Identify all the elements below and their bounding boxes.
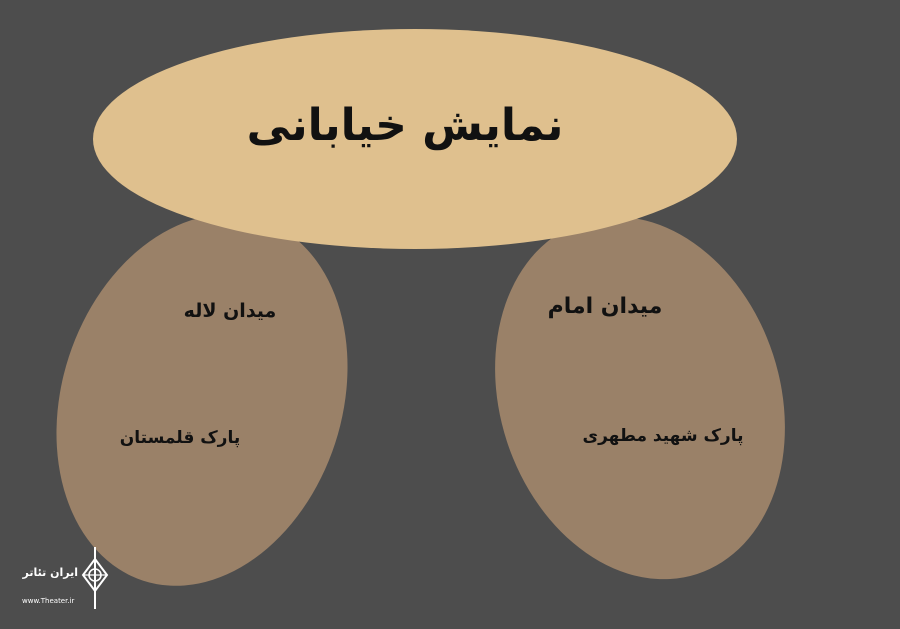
right-item-motahari-park: پارک شهید مطهری [582,426,744,446]
right-item-imam-square: میدان امام [547,294,663,319]
left-group-ellipse [56,214,348,586]
left-item-laleh-square: میدان لاله [183,300,277,322]
theater-logo-icon [81,547,109,609]
diagram-title: نمایش خیابانی [246,100,564,151]
left-item-ghalamestan-park: پارک قلمستان [119,428,241,448]
title-ellipse [93,29,737,249]
watermark-name: ایران تئاتر [22,566,78,579]
watermark-url: www.Theater.ir [22,597,75,605]
right-group-ellipse [495,216,785,580]
